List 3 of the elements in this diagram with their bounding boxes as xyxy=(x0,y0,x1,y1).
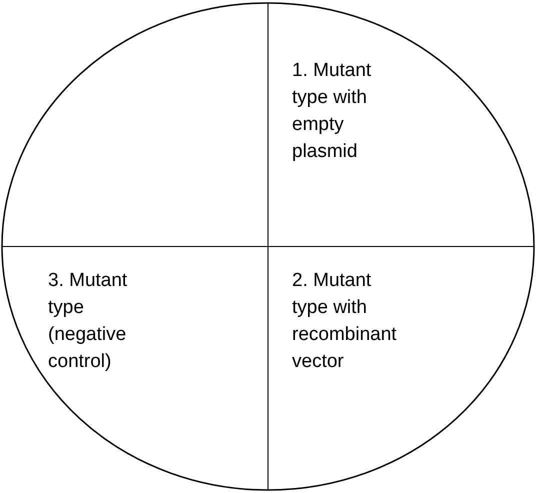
quadrant-label: 2. Mutant type with recombinant vector xyxy=(292,269,398,374)
quadrant-label: 1. Mutant type with empty plasmid xyxy=(292,59,372,164)
quadrant-label: 3. Mutant type (negative control) xyxy=(48,269,128,374)
